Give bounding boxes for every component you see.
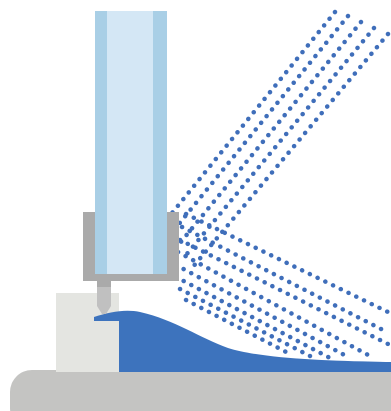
- capillary-tube-inner: [107, 11, 153, 274]
- reflected-beam-7: [177, 286, 313, 359]
- base-plate: [10, 370, 391, 411]
- nozzle-tip: [97, 287, 111, 314]
- incident-beam-4: [183, 25, 377, 258]
- reflected-beam-3: [177, 237, 391, 347]
- incident-beam-5: [189, 31, 391, 271]
- incident-beams: [165, 9, 391, 271]
- reflected-beam-5: [173, 262, 353, 361]
- reflected-beam-6: [173, 274, 333, 361]
- reflected-beam-1: [183, 211, 391, 315]
- incident-beam-1: [165, 9, 338, 221]
- reflected-beam-8: [183, 297, 293, 357]
- incident-beam-3: [177, 19, 364, 246]
- reflected-beam-2: [179, 224, 386, 333]
- reflected-beam-4: [175, 249, 373, 359]
- incident-beam-2: [171, 13, 351, 233]
- reflected-beams: [173, 211, 391, 361]
- liquid-film: [94, 310, 391, 372]
